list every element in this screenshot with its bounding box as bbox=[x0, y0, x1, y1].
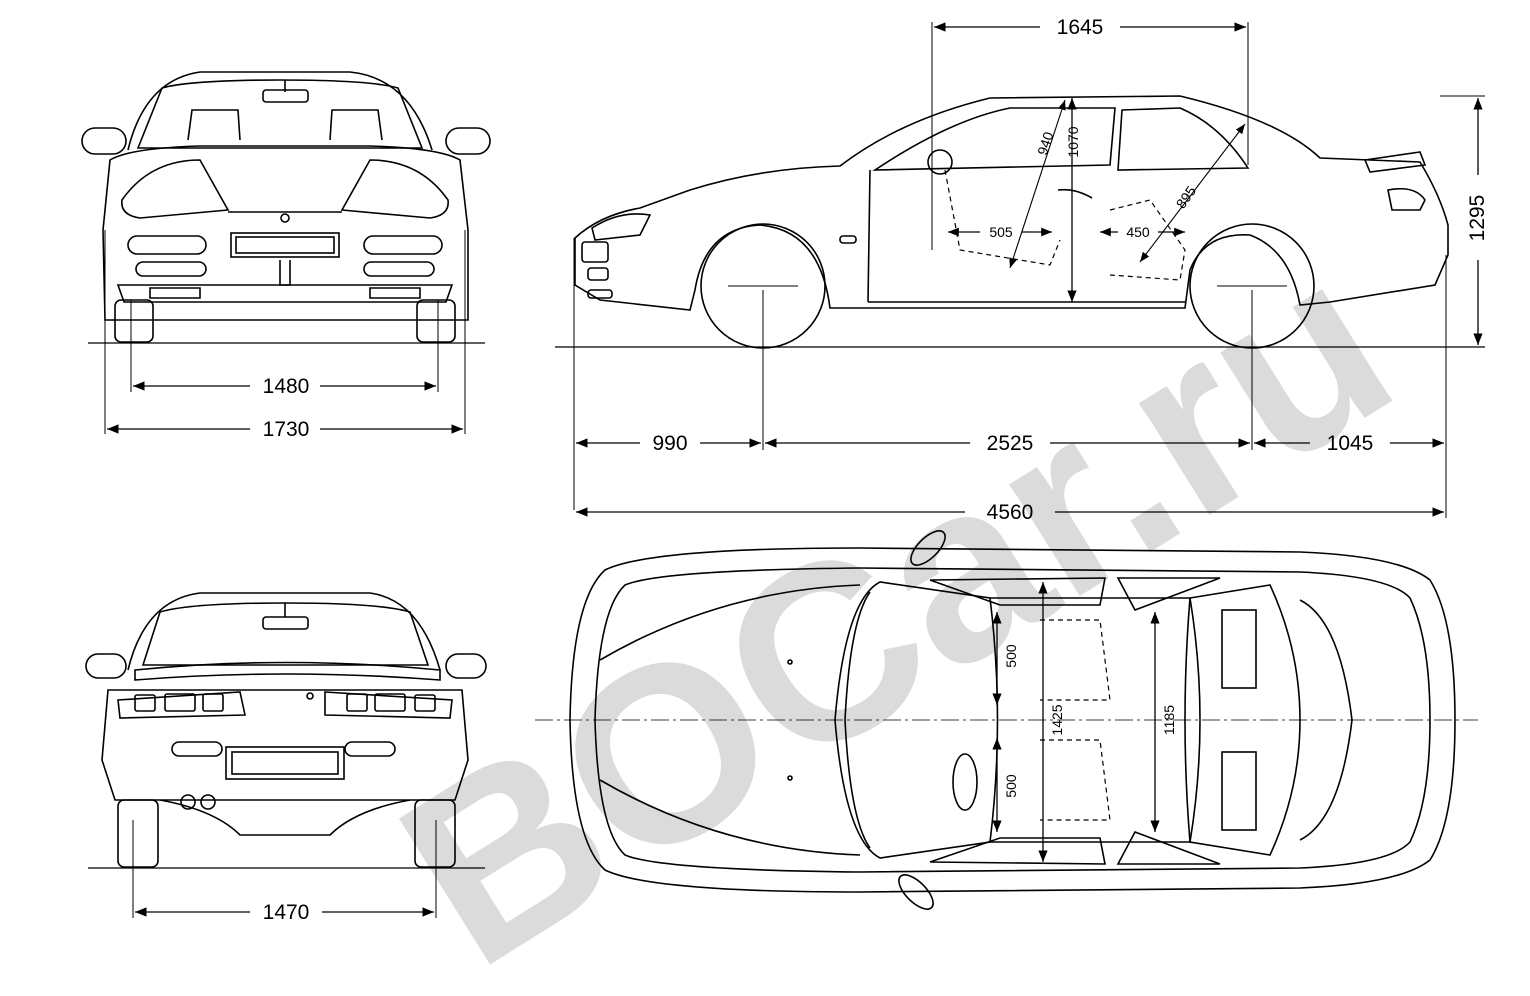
front-overall-width-label: 1730 bbox=[263, 418, 310, 441]
roof-length-label: 1645 bbox=[1057, 16, 1104, 39]
front-view bbox=[81, 71, 491, 434]
rear-track-width-label: 1470 bbox=[263, 901, 310, 924]
interior-width-front-label: 1425 bbox=[1049, 704, 1065, 735]
rear-overhang-label: 1045 bbox=[1327, 432, 1374, 455]
interior-width-rear-label: 1185 bbox=[1161, 705, 1177, 735]
front-seat-width-lower-label: 500 bbox=[1003, 774, 1019, 798]
front-headroom-label: 940 bbox=[1034, 130, 1057, 157]
front-seat-depth-label: 505 bbox=[989, 224, 1013, 240]
overall-height-label: 1295 bbox=[1466, 195, 1489, 242]
top-view bbox=[535, 530, 1478, 910]
front-track-width-label: 1480 bbox=[263, 375, 310, 398]
front-overhang-label: 990 bbox=[652, 432, 687, 455]
interior-height-label: 1070 bbox=[1065, 126, 1081, 157]
overall-length-label: 4560 bbox=[987, 501, 1034, 524]
front-seat-width-upper-label: 500 bbox=[1003, 644, 1019, 668]
side-view bbox=[555, 22, 1485, 518]
rear-view bbox=[85, 592, 487, 918]
wheelbase-label: 2525 bbox=[987, 432, 1034, 455]
rear-headroom-label: 895 bbox=[1173, 183, 1200, 211]
rear-seat-depth-label: 450 bbox=[1126, 224, 1150, 240]
